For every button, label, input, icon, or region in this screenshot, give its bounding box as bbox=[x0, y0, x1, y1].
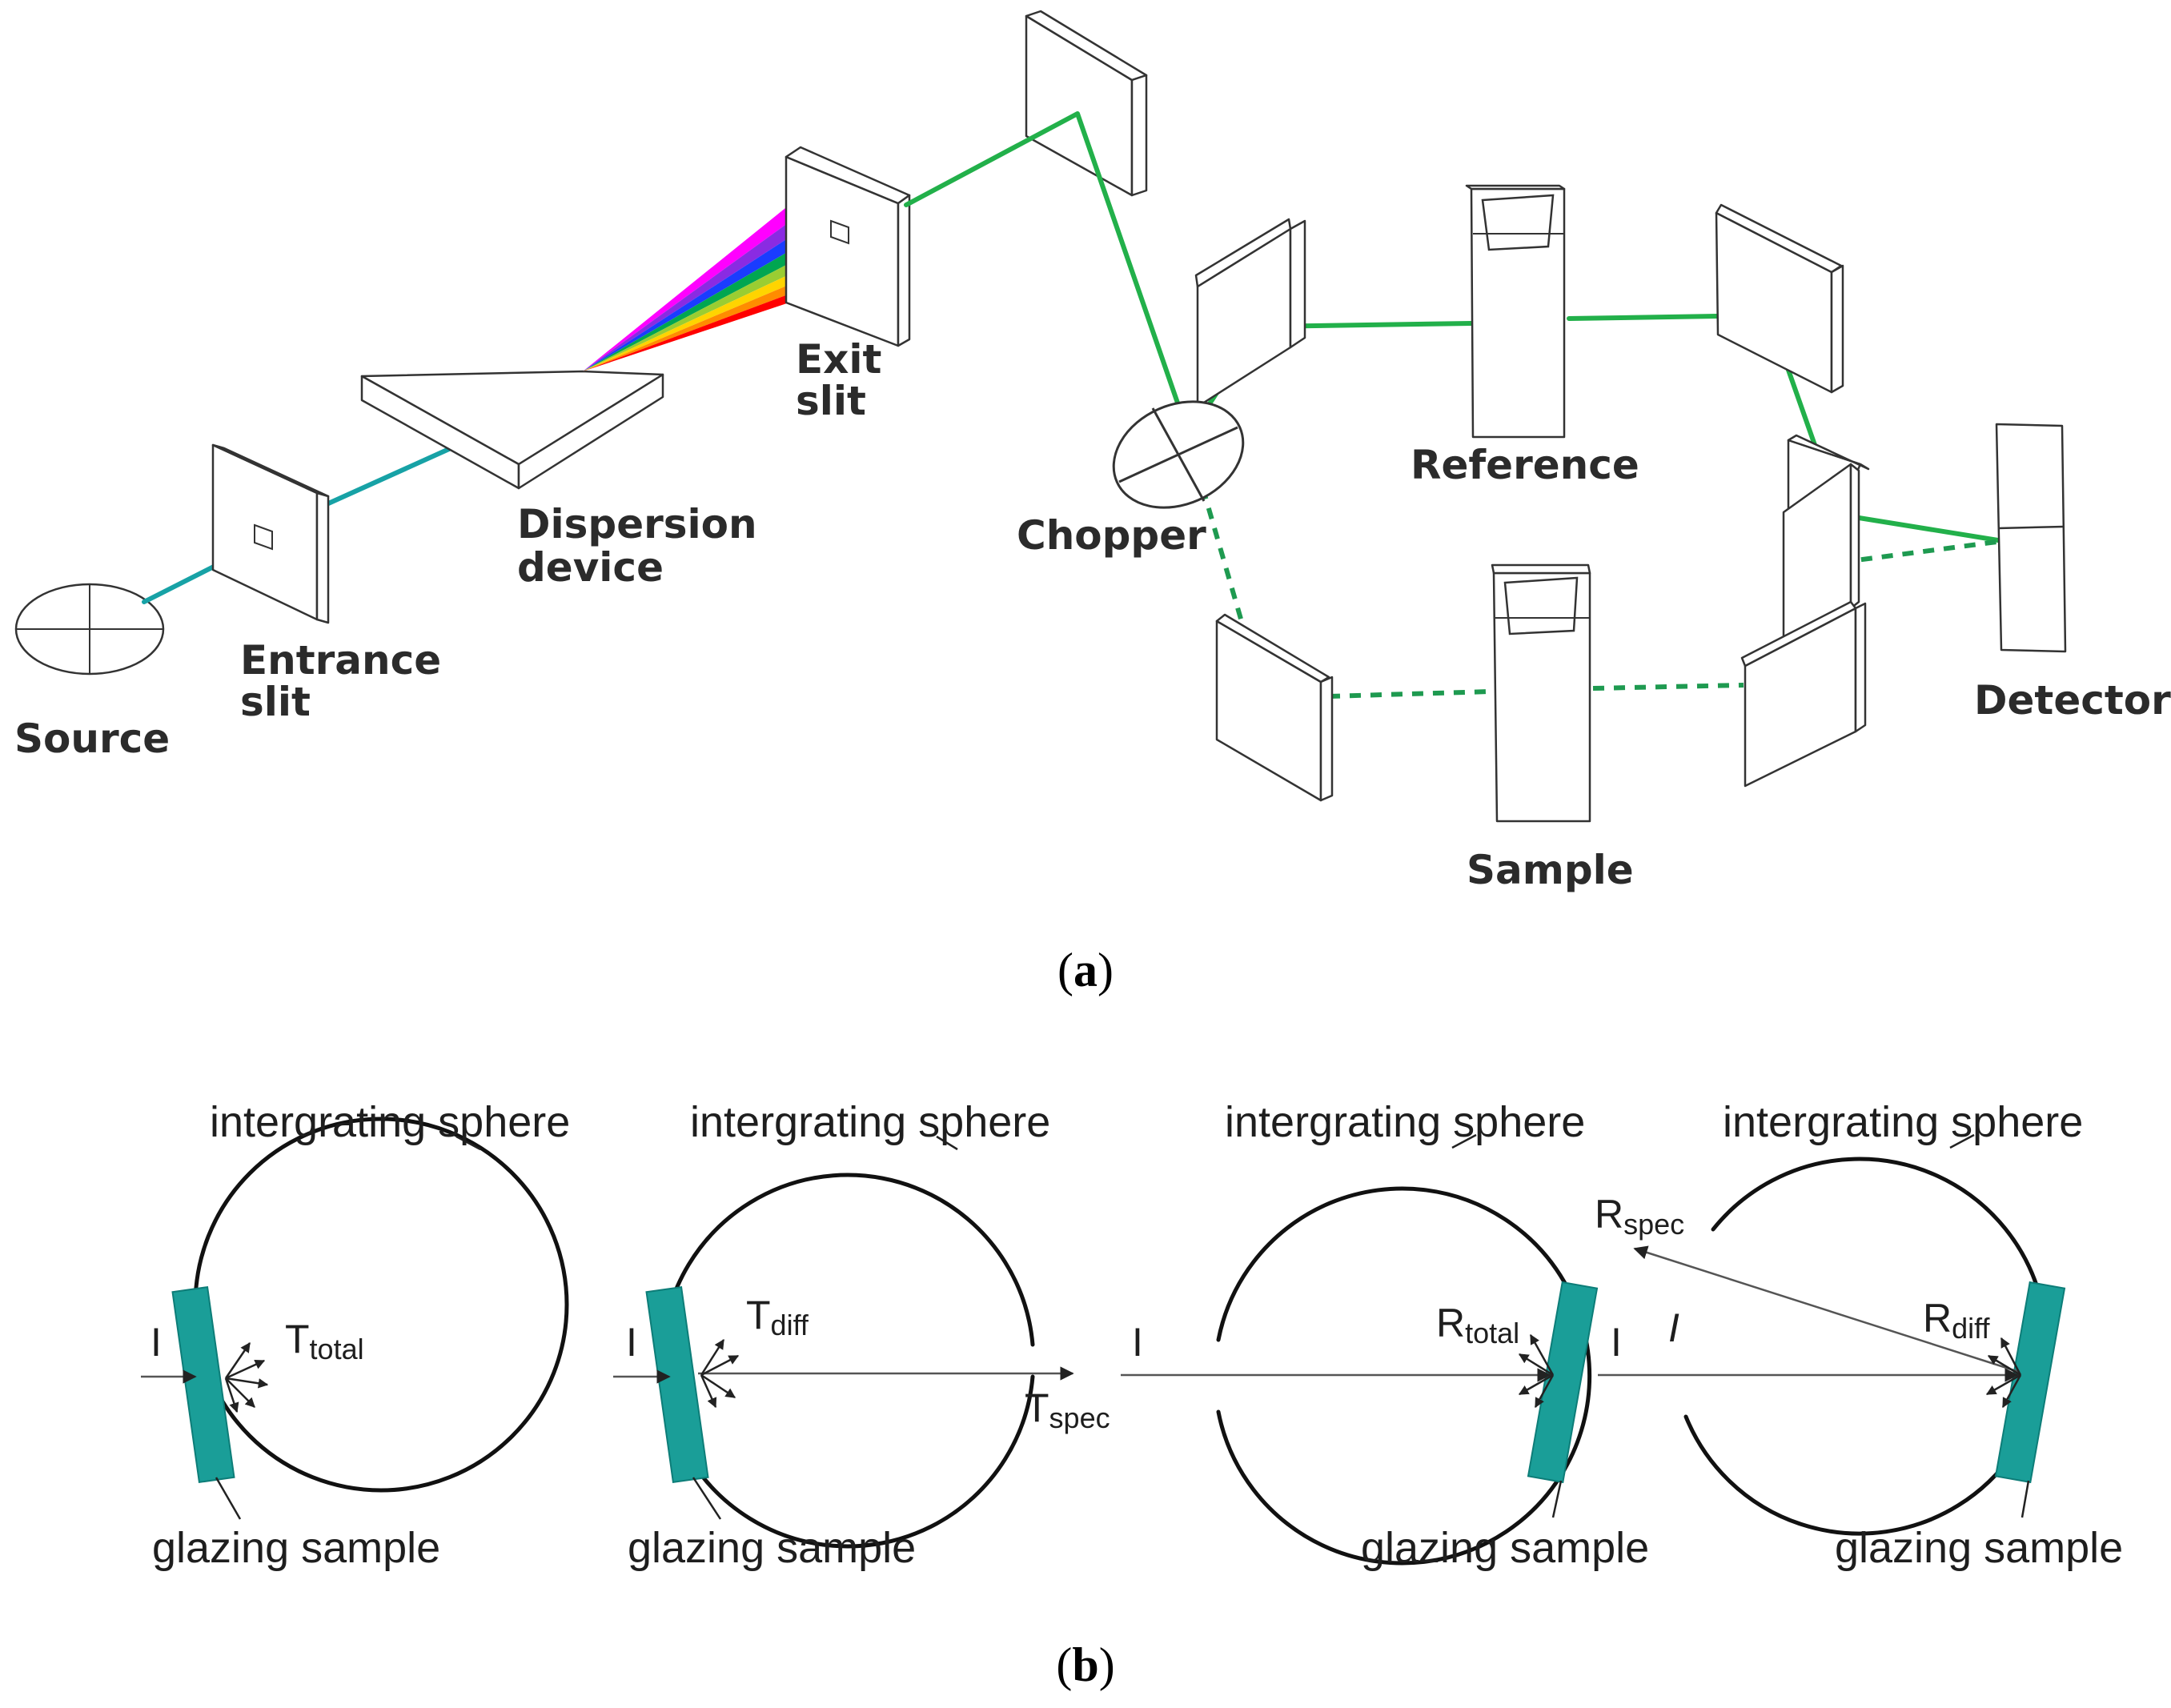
incident-label-3: I bbox=[1132, 1320, 1143, 1365]
chopper-upper-mirror bbox=[1194, 218, 1306, 408]
right-upper-mirror bbox=[1715, 203, 1844, 394]
glazing-sample-1 bbox=[171, 1285, 235, 1484]
chopper-wheel-icon bbox=[1112, 400, 1245, 509]
source-lamp-icon bbox=[14, 583, 165, 676]
sphere-diffuse-reflectance: intergrating sphere glazing sample I I R… bbox=[1595, 1098, 2123, 1572]
caption-b: (b) bbox=[1056, 1638, 1114, 1691]
glazing-label-2: glazing sample bbox=[628, 1524, 916, 1572]
label-entrance-line2: slit bbox=[240, 679, 311, 725]
incoming-beam-slit bbox=[324, 443, 460, 507]
incident-label-2: I bbox=[626, 1320, 637, 1365]
glazing-label-3: glazing sample bbox=[1361, 1524, 1649, 1572]
spectrum-band bbox=[583, 205, 802, 371]
sphere-label-4: intergrating sphere bbox=[1723, 1098, 2083, 1146]
sphere-label-1: intergrating sphere bbox=[210, 1098, 570, 1146]
label-reference: Reference bbox=[1411, 442, 1639, 488]
t-total-label: Ttotal bbox=[285, 1317, 364, 1365]
incident-label-1: I bbox=[150, 1320, 162, 1365]
r-total-label: Rtotal bbox=[1436, 1301, 1519, 1349]
beam-sample-path-3 bbox=[1592, 683, 1744, 691]
spectrum-band bbox=[583, 213, 815, 371]
t-spec-label: Tspec bbox=[1025, 1385, 1110, 1434]
sphere-total-reflectance: intergrating sphere glazing sample I Rto… bbox=[1121, 1098, 1649, 1572]
sample-right-mirror bbox=[1740, 600, 1867, 788]
spectrum-band bbox=[583, 221, 828, 371]
label-sample: Sample bbox=[1467, 847, 1634, 893]
label-chopper: Chopper bbox=[1017, 512, 1206, 559]
diffuse-arrows-2 bbox=[700, 1338, 740, 1409]
sphere-label-2: intergrating sphere bbox=[690, 1098, 1050, 1146]
beam-to-detector bbox=[1852, 515, 2005, 543]
beam-sample-path-2 bbox=[1328, 689, 1491, 699]
sphere-diffuse-transmittance: intergrating sphere glazing sample I Tdi… bbox=[613, 1098, 1110, 1572]
caption-a: (a) bbox=[1057, 944, 1114, 996]
spectrum-band bbox=[583, 229, 840, 371]
glazing-label-1: glazing sample bbox=[152, 1524, 440, 1572]
entrance-slit-plate bbox=[211, 443, 330, 624]
dispersion-device bbox=[360, 370, 664, 490]
label-detector: Detector bbox=[1974, 677, 2171, 724]
r-spec-label: Rspec bbox=[1595, 1192, 1684, 1241]
label-dispersion-line1: Dispersion bbox=[517, 501, 757, 547]
combiner-mirror-lower bbox=[1782, 463, 1860, 658]
label-exit-line2: slit bbox=[796, 378, 866, 424]
glazing-label-4: glazing sample bbox=[1835, 1524, 2123, 1572]
diffuse-arrows-1 bbox=[224, 1341, 269, 1413]
exit-slit-plate bbox=[785, 146, 911, 347]
r-spec-ray bbox=[1633, 1245, 2020, 1373]
reference-cuvette bbox=[1465, 184, 1566, 439]
label-entrance-line1: Entrance bbox=[240, 637, 441, 684]
diffuse-arrows-3 bbox=[1518, 1333, 1555, 1409]
spectrum-band bbox=[583, 237, 853, 371]
top-mirror bbox=[1025, 10, 1148, 197]
t-diff-label: Tdiff bbox=[746, 1293, 809, 1341]
detector bbox=[1995, 423, 2067, 653]
sample-left-mirror bbox=[1215, 613, 1334, 802]
beam-exit-to-chopper bbox=[904, 111, 1182, 412]
incident-label-4b: I bbox=[1668, 1305, 1679, 1350]
panel-a-optical-layout: Source Entrance slit Dispersion device E… bbox=[14, 10, 2171, 996]
sphere-total-transmittance: intergrating sphere glazing sample I Tto… bbox=[141, 1098, 570, 1572]
r-diff-label: Rdiff bbox=[1923, 1296, 1990, 1345]
sphere-label-3: intergrating sphere bbox=[1225, 1098, 1585, 1146]
label-source: Source bbox=[14, 716, 170, 762]
glazing-sample-2 bbox=[645, 1285, 709, 1484]
label-dispersion-line2: device bbox=[517, 544, 664, 591]
panel-b-integrating-spheres: intergrating sphere glazing sample I Tto… bbox=[141, 1098, 2123, 1691]
diffuse-arrows-4 bbox=[1985, 1337, 2022, 1409]
incident-label-4: I bbox=[1611, 1320, 1622, 1365]
sample-cuvette bbox=[1491, 563, 1591, 823]
label-exit-line1: Exit bbox=[796, 336, 881, 383]
